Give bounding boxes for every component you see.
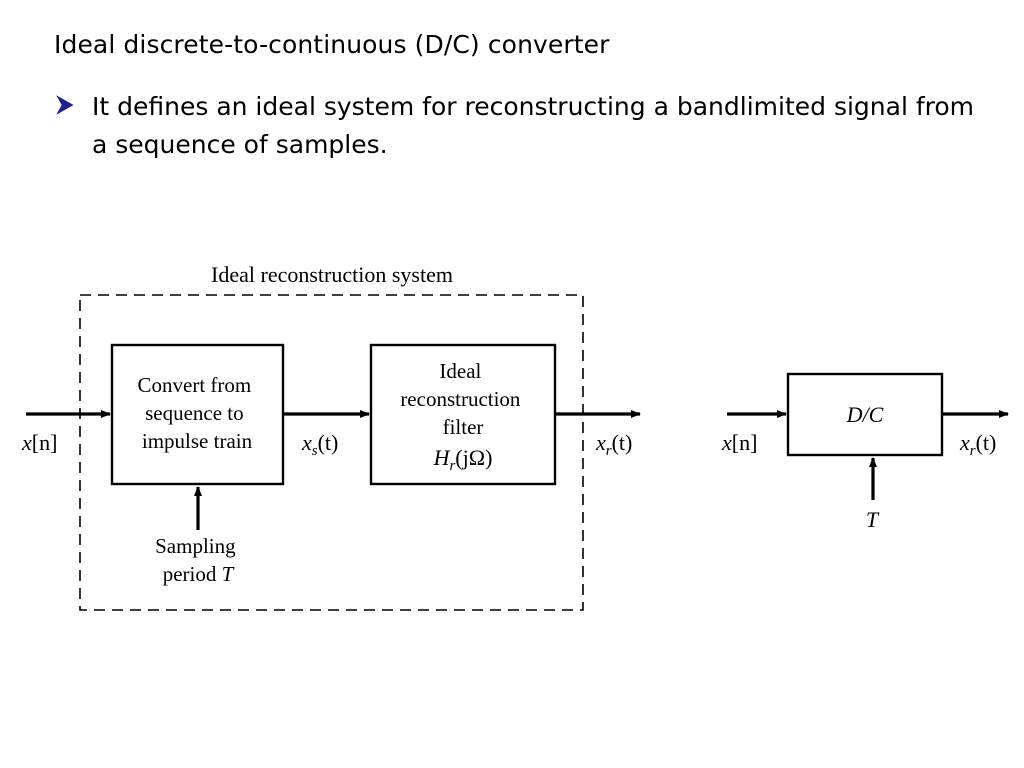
dc-output-label: xr(t): [959, 430, 996, 459]
filter-block-label: Ideal reconstruction filter: [400, 359, 525, 439]
page-title: Ideal discrete-to-continuous (D/C) conve…: [54, 30, 610, 59]
arrowhead-bullet-icon: [56, 95, 74, 115]
sampling-period-label: Sampling period T: [155, 534, 241, 586]
mid-signal-label: xs(t): [301, 430, 338, 459]
bullet-item: It defines an ideal system for reconstru…: [56, 88, 996, 164]
convert-block-label: Convert from sequence to impulse train: [138, 373, 257, 453]
bullet-text: It defines an ideal system for reconstru…: [92, 92, 975, 159]
input-signal-label: x[n]: [21, 430, 57, 455]
dc-period-label: T: [866, 507, 880, 532]
system-label: Ideal reconstruction system: [211, 262, 453, 287]
dc-block-label: D/C: [846, 402, 884, 427]
filter-block: [369, 343, 557, 486]
dc-input-label: x[n]: [721, 430, 757, 455]
system-boundary: [79, 294, 584, 611]
convert-block: [110, 343, 285, 486]
filter-transfer-function: Hr(jΩ): [433, 445, 493, 474]
output-signal-label: xr(t): [595, 430, 632, 459]
